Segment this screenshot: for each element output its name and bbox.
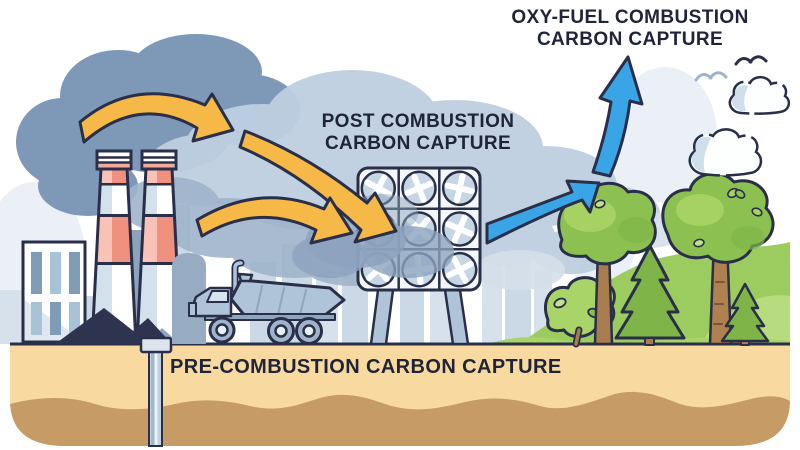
- bird-1: [694, 71, 728, 82]
- cloud-2: [688, 128, 763, 177]
- injection-pipe: [139, 336, 173, 447]
- oxy-fuel-arrow-upper: [591, 55, 644, 178]
- subsoil-layer: [10, 391, 790, 446]
- flue-gas-arrows: [78, 92, 398, 245]
- flue-gas-arrow-3: [195, 196, 354, 245]
- clouds: [688, 55, 791, 177]
- stack-cap: [95, 149, 133, 171]
- leaf-details: [693, 187, 763, 248]
- label-line: CARBON CAPTURE: [536, 29, 724, 51]
- bark-marks: [713, 281, 725, 325]
- array-leg-left: [369, 288, 395, 346]
- pine-tree-2: [720, 282, 770, 346]
- label-line: OXY-FUEL COMBUSTION: [511, 7, 749, 28]
- factory-building: [21, 240, 87, 344]
- truck-wheels: [208, 316, 323, 345]
- oxy-fuel-arrow-lower: [485, 179, 601, 245]
- pine-tree-1: [614, 244, 686, 346]
- flue-gas-arrow-2: [238, 129, 398, 244]
- cloud-1: [728, 75, 791, 115]
- stack-cap: [140, 149, 178, 171]
- flue-gas-arrow-1: [78, 92, 235, 144]
- windshield: [206, 290, 229, 303]
- oxy-fuel-arrow: [485, 55, 644, 245]
- bird-2: [734, 55, 768, 66]
- label-pre-combustion: PRE-COMBUSTION CARBON CAPTURE: [170, 356, 590, 379]
- label-oxy-fuel-combustion: OXY-FUEL COMBUSTION CARBON CAPTURE: [450, 7, 800, 51]
- dump-truck: [188, 259, 346, 345]
- broadleaf-tree-2: [661, 172, 775, 346]
- building-windows: [31, 252, 80, 335]
- storage-tank-silhouette: [172, 253, 206, 344]
- label-line: PRE-COMBUSTION CARBON CAPTURE: [170, 356, 562, 378]
- label-line: CARBON CAPTURE: [324, 133, 512, 155]
- underground-layers: [10, 344, 790, 446]
- label-post-combustion: POST COMBUSTION CARBON CAPTURE: [298, 111, 538, 155]
- label-line: POST COMBUSTION: [321, 111, 515, 132]
